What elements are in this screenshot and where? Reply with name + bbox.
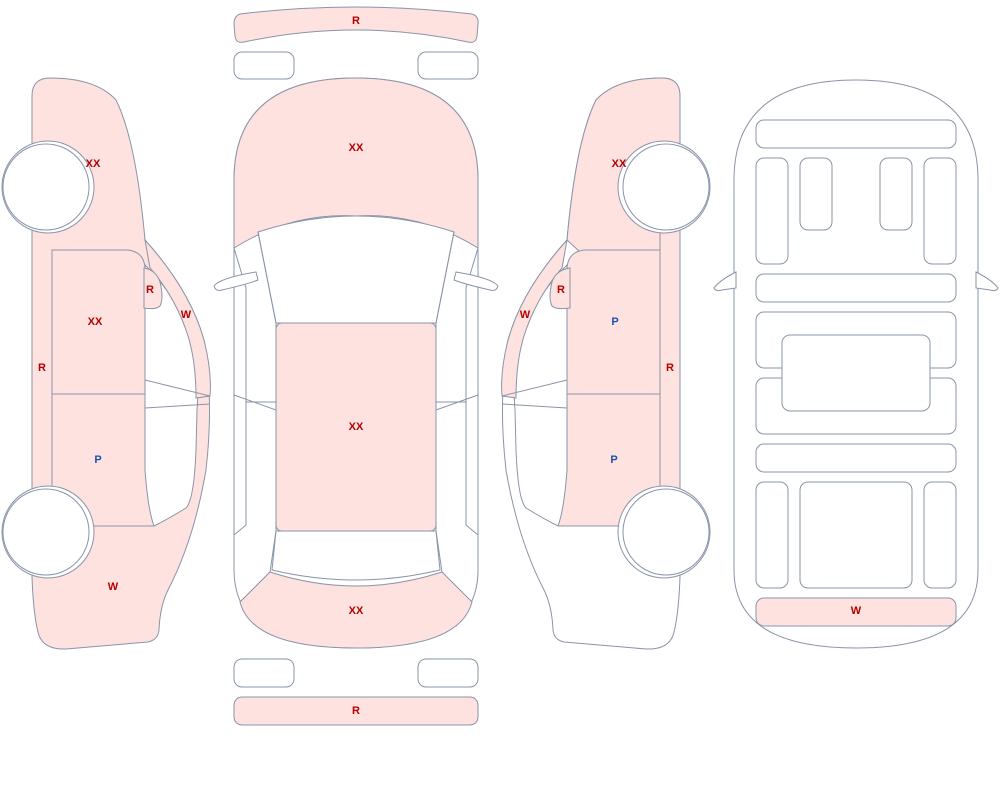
right-front-wheel[interactable] <box>622 143 710 231</box>
rear-bumper-label: R <box>352 705 360 717</box>
front-right-headlight[interactable] <box>417 51 479 80</box>
left-rocker-label: R <box>38 362 46 374</box>
front-left-headlight[interactable] <box>233 51 295 80</box>
right-front-fender-label: XX <box>612 158 627 170</box>
underbody-panel-mid-1[interactable] <box>755 273 957 303</box>
top-view: R XX XX XX R <box>213 6 499 726</box>
rear-right-taillight[interactable] <box>417 658 479 688</box>
left-front-fender-label: XX <box>86 158 101 170</box>
underbody-left-mirror[interactable] <box>713 271 737 292</box>
front-bumper-label: R <box>352 15 360 27</box>
underbody-view: W <box>713 79 999 649</box>
underbody-panel-right-rear[interactable] <box>923 481 957 589</box>
hood-label: XX <box>349 142 364 154</box>
right-rear-door[interactable] <box>557 393 661 527</box>
underbody-rear-label: W <box>851 605 862 617</box>
underbody-panel-left-rear[interactable] <box>755 481 789 589</box>
trunk[interactable] <box>239 571 473 649</box>
underbody-panel-rear-center[interactable] <box>799 481 913 589</box>
left-rear-door-label: P <box>94 454 101 466</box>
left-front-door-label: XX <box>88 316 103 328</box>
top-left-mirror[interactable] <box>213 271 259 291</box>
trunk-label: XX <box>349 605 364 617</box>
underbody-panel-inner-left[interactable] <box>799 157 833 231</box>
rear-window[interactable] <box>271 530 441 581</box>
right-front-door-label: P <box>611 316 618 328</box>
right-side-view: XX R W P R P <box>501 77 711 650</box>
windshield[interactable] <box>257 215 455 324</box>
left-mirror[interactable] <box>143 267 163 310</box>
left-front-wheel[interactable] <box>2 143 90 231</box>
underbody-panel-rear[interactable] <box>755 597 957 627</box>
left-front-door[interactable] <box>51 249 146 395</box>
underbody-panel-inner-right[interactable] <box>879 157 913 231</box>
right-front-door[interactable] <box>566 249 661 395</box>
underbody-panel-right-front[interactable] <box>923 157 957 265</box>
left-windshield-pillar-label: W <box>181 309 192 321</box>
right-windshield-pillar-label: W <box>520 309 531 321</box>
left-side-view: XX XX R W R P W <box>1 77 211 650</box>
left-mirror-label: R <box>146 284 154 296</box>
right-rear-door-label: P <box>610 454 617 466</box>
front-bumper[interactable] <box>233 6 479 43</box>
left-rear-wheel[interactable] <box>2 488 90 576</box>
rear-left-taillight[interactable] <box>233 658 295 688</box>
underbody-panel-center[interactable] <box>781 334 931 412</box>
underbody-right-mirror[interactable] <box>975 271 999 292</box>
right-mirror-label: R <box>557 284 565 296</box>
roof-label: XX <box>349 421 364 433</box>
underbody-panel-left-front[interactable] <box>755 157 789 265</box>
underbody-panel-mid-4[interactable] <box>755 443 957 473</box>
hood[interactable] <box>233 77 479 249</box>
left-rear-quarter-label: W <box>108 581 119 593</box>
right-mirror[interactable] <box>549 267 571 310</box>
right-rear-wheel[interactable] <box>622 488 710 576</box>
top-right-mirror[interactable] <box>453 271 499 291</box>
right-rocker-label: R <box>666 362 674 374</box>
rear-bumper[interactable] <box>233 696 479 726</box>
underbody-panel-front[interactable] <box>755 119 957 149</box>
